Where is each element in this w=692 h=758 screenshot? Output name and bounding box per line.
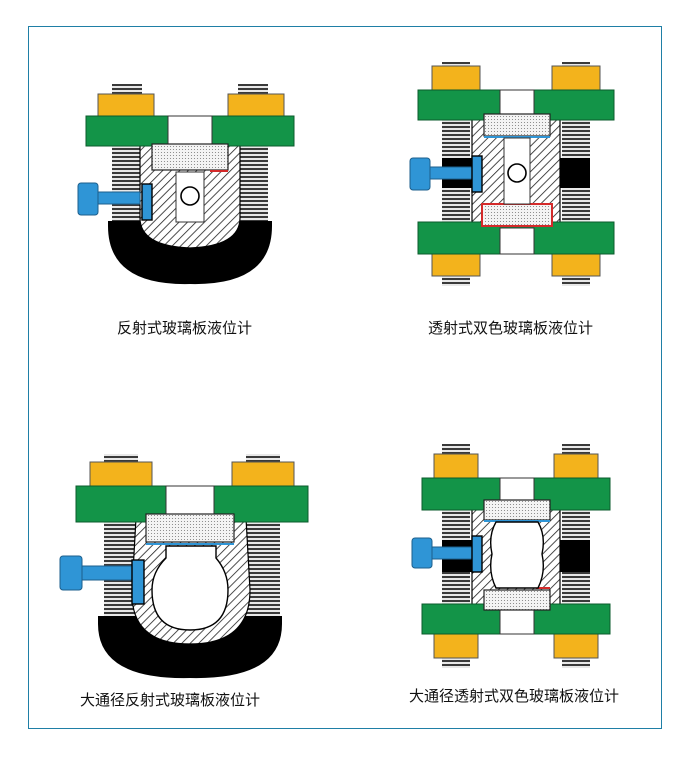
nut-top-right — [551, 65, 601, 91]
large-bore-chamber — [151, 545, 229, 631]
glass-plate — [151, 143, 229, 171]
side-connector-pipe — [427, 166, 473, 180]
body-dark-right — [560, 540, 590, 572]
side-window — [141, 183, 153, 221]
body-outer — [98, 616, 282, 679]
cover-opening — [167, 115, 213, 147]
nut-top-right — [553, 453, 599, 481]
cover-opening-top — [499, 89, 535, 119]
side-connector-pipe — [95, 191, 141, 205]
figure-frame — [28, 26, 662, 729]
side-connector-cap — [59, 555, 83, 591]
cover-opening-bottom — [499, 227, 535, 255]
glass-plate-top — [483, 113, 551, 137]
nut-left — [89, 461, 153, 487]
side-connector-cap — [77, 182, 99, 216]
nut-right — [231, 461, 295, 487]
glass-plate-bottom — [481, 203, 553, 227]
nut-bottom-left — [433, 633, 479, 659]
reflective-gauge-diagram — [77, 84, 295, 285]
cover-opening — [165, 485, 215, 517]
side-connector-pipe — [429, 546, 475, 560]
cover-opening-top — [499, 477, 535, 503]
nut-bottom-left — [431, 253, 481, 277]
large-bore-chamber — [489, 521, 545, 589]
nut-top-left — [431, 65, 481, 91]
large-reflective-gauge-diagram — [59, 454, 309, 679]
ball-float — [507, 163, 527, 183]
caption-large-reflective: 大通径反射式玻璃板液位计 — [80, 691, 261, 709]
body-dark-right — [560, 158, 590, 188]
caption-large-transmissive: 大通径透射式双色玻璃板液位计 — [409, 687, 620, 705]
nut-bottom-right — [551, 253, 601, 277]
caption-reflective: 反射式玻璃板液位计 — [117, 319, 253, 337]
side-window — [131, 559, 145, 605]
nut-top-left — [433, 453, 479, 481]
side-window — [471, 535, 483, 573]
side-connector-cap — [409, 157, 431, 191]
glass-plate-bottom — [483, 589, 551, 611]
glass-plate-top — [483, 499, 551, 521]
large-transmissive-gauge-diagram — [411, 444, 611, 668]
side-connector-cap — [411, 537, 433, 569]
ball-float — [180, 186, 200, 206]
side-window — [471, 155, 483, 193]
caption-transmissive: 透射式双色玻璃板液位计 — [428, 319, 594, 337]
nut-right — [227, 93, 285, 117]
side-connector-pipe — [77, 565, 133, 581]
cover-opening-bottom — [499, 609, 535, 635]
transmissive-gauge-diagram — [409, 62, 615, 286]
glass-plate — [145, 513, 235, 543]
nut-left — [97, 93, 155, 117]
nut-bottom-right — [553, 633, 599, 659]
